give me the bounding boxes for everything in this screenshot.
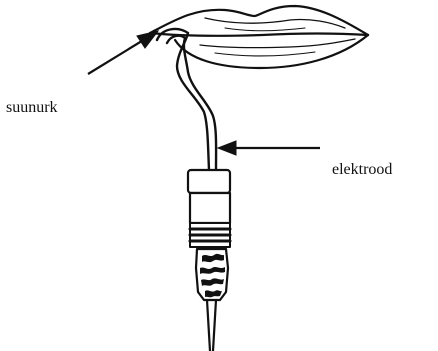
electrode-drawing xyxy=(157,29,230,351)
electrode-cable xyxy=(207,300,210,351)
mouth-corner-arrowhead xyxy=(137,31,158,48)
connector-body xyxy=(190,193,230,223)
mouth-corner-label: suunurk xyxy=(6,99,58,116)
annotation-arrows xyxy=(88,31,320,155)
connector-collar xyxy=(188,170,230,193)
electrode-label: elektrood xyxy=(332,161,392,178)
lower-lip xyxy=(175,35,368,68)
electrode-arrowhead xyxy=(218,141,236,155)
